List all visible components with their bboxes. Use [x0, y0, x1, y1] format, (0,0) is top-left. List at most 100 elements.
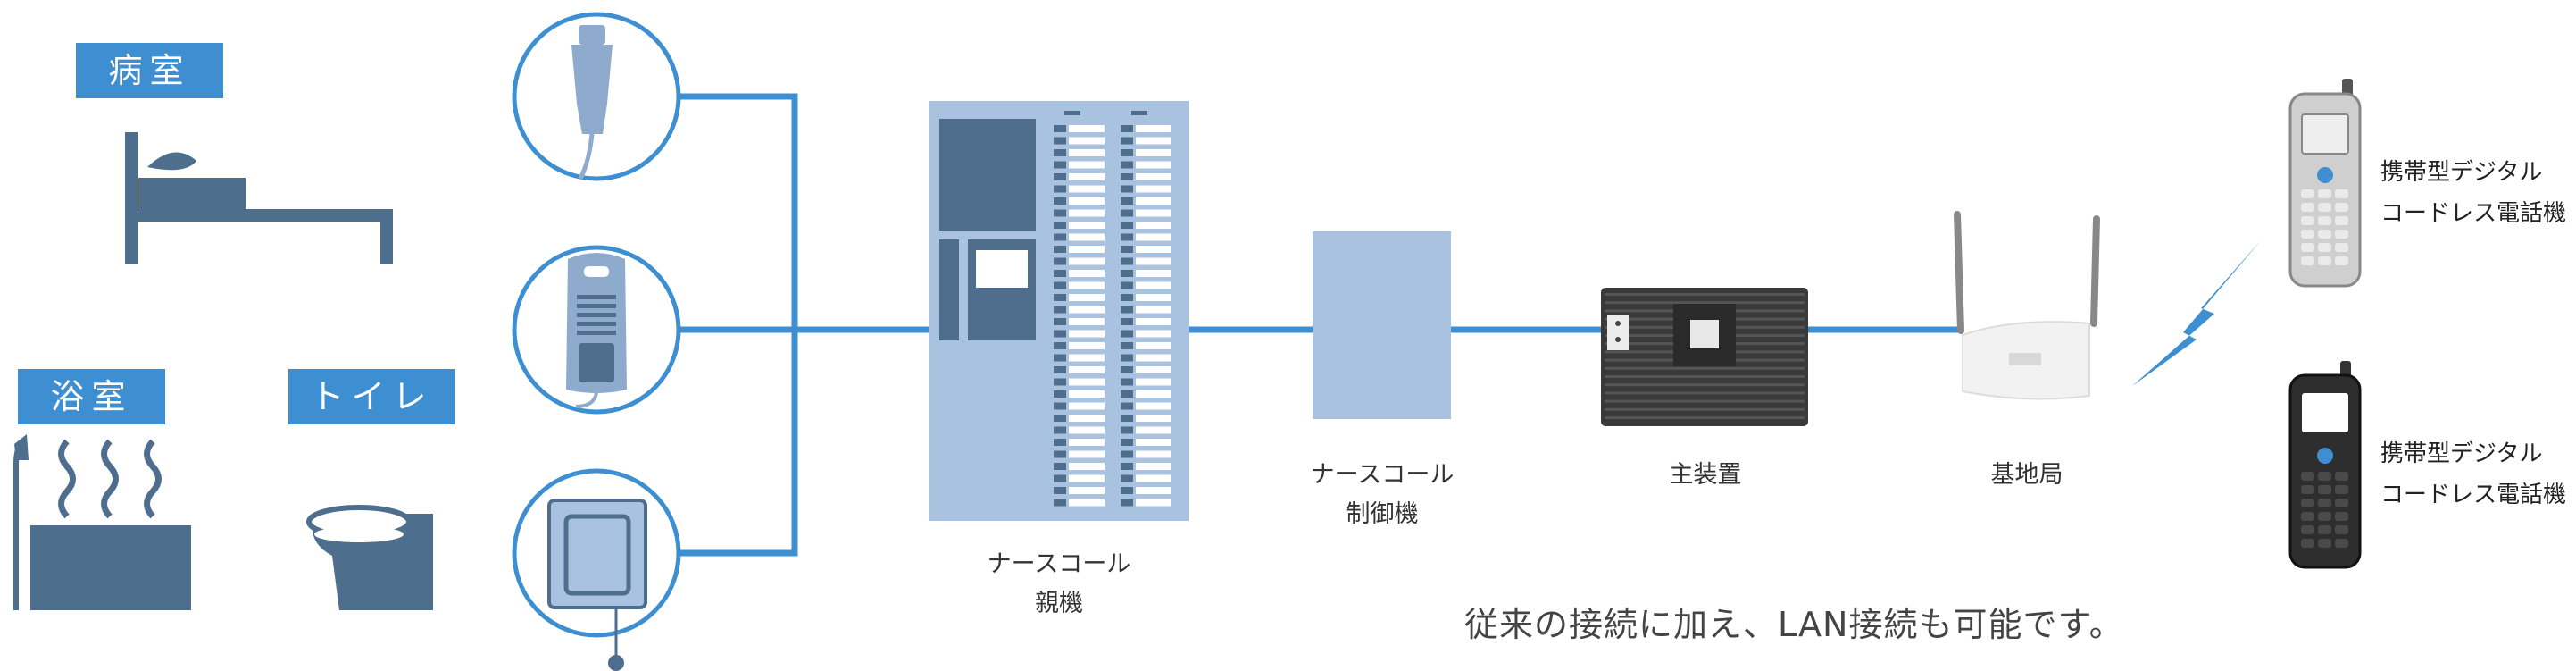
panel-key: [1136, 233, 1171, 241]
main-unit-rib: [1605, 416, 1805, 419]
label-nurse-call-controller-line1: ナースコール: [1310, 461, 1455, 489]
phone-key: [2318, 472, 2331, 481]
panel-key: [1136, 246, 1171, 253]
panel-key: [1136, 149, 1171, 156]
label-base-station: 基地局: [1938, 456, 2116, 495]
panel-key: [1069, 222, 1105, 229]
main-unit-rib: [1605, 399, 1805, 403]
phone-key: [2318, 216, 2331, 225]
label-phone-black-line2: コードレス電話機: [2380, 482, 2567, 508]
panel-key-lamp: [1054, 246, 1066, 253]
panel-key: [1069, 390, 1105, 398]
panel-key: [1069, 137, 1105, 145]
phone-key: [2335, 499, 2348, 507]
panel-key-lamp: [1054, 390, 1066, 398]
panel-key: [1069, 246, 1105, 253]
phone-key: [2318, 525, 2331, 534]
panel-key-lamp: [1054, 450, 1066, 458]
panel-key-lamp: [1121, 149, 1133, 156]
phone-key: [2301, 216, 2314, 225]
panel-key: [1069, 233, 1105, 241]
label-phone-silver: 携帯型デジタル コードレス電話機: [2380, 152, 2566, 234]
panel-key-lamp: [1054, 378, 1066, 386]
panel-key: [1136, 463, 1171, 470]
panel-key-lamp: [1054, 197, 1066, 205]
panel-key-lamp: [1054, 474, 1066, 482]
phone-key: [2318, 203, 2331, 212]
panel-key-lamp: [1054, 222, 1066, 229]
panel-key-lamp: [1121, 222, 1133, 229]
phone-key: [2301, 525, 2314, 534]
panel-key-lamp: [1121, 125, 1133, 132]
panel-key: [1069, 330, 1105, 338]
label-main-unit: 主装置: [1616, 456, 1795, 495]
panel-key-lamp: [1054, 342, 1066, 349]
bed-icon: [125, 132, 393, 264]
panel-key: [1069, 294, 1105, 301]
panel-key-lamp: [1121, 463, 1133, 470]
panel-indicator: [1064, 111, 1080, 115]
hand-switch-circle: [512, 245, 681, 415]
panel-key: [1069, 257, 1105, 265]
wireless-lightning-icon: [2132, 239, 2262, 386]
panel-key-lamp: [1121, 390, 1133, 398]
panel-key: [1136, 499, 1171, 507]
panel-key-lamp: [1054, 294, 1066, 301]
phone-key: [2335, 189, 2348, 198]
panel-key: [1136, 137, 1171, 145]
panel-key: [1136, 173, 1171, 180]
black-phone-keypad: [2301, 472, 2348, 548]
panel-key-lamp: [1054, 330, 1066, 338]
label-nurse-call-controller-line2: 制御機: [1346, 500, 1419, 528]
panel-key: [1136, 450, 1171, 458]
room-badge-patient-room: 病室: [76, 43, 223, 98]
panel-key: [1136, 330, 1171, 338]
panel-key: [1136, 366, 1171, 373]
panel-key: [1136, 185, 1171, 193]
panel-key-lamp: [1121, 209, 1133, 217]
panel-key-lamp: [1121, 415, 1133, 422]
panel-key: [1069, 161, 1105, 169]
panel-key-lamp: [1121, 378, 1133, 386]
panel-key: [1069, 378, 1105, 386]
panel-key-lamp: [1121, 137, 1133, 145]
panel-key: [1136, 306, 1171, 314]
panel-key-lamp: [1121, 366, 1133, 373]
cordless-phone-black-icon: [2288, 361, 2362, 569]
bath-icon: [13, 434, 191, 610]
panel-key: [1136, 474, 1171, 482]
panel-key: [1136, 426, 1171, 434]
toilet-icon: [306, 505, 433, 610]
panel-key-lamp: [1121, 330, 1133, 338]
phone-key: [2301, 243, 2314, 252]
panel-key-lamp: [1121, 246, 1133, 253]
panel-key-lamp: [1054, 125, 1066, 132]
main-unit-rib: [1605, 391, 1805, 395]
panel-key-lamp: [1054, 402, 1066, 410]
phone-key: [2335, 203, 2348, 212]
panel-key: [1069, 306, 1105, 314]
phone-key: [2335, 525, 2348, 534]
panel-key-lamp: [1054, 318, 1066, 325]
panel-key: [1136, 354, 1171, 362]
cordless-phone-silver-icon: [2288, 79, 2362, 288]
label-phone-black-line1: 携帯型デジタル: [2380, 440, 2543, 467]
nurse-call-controller-box: [1313, 231, 1451, 419]
main-unit-rib: [1605, 366, 1805, 370]
phone-key: [2301, 485, 2314, 494]
phone-key: [2335, 216, 2348, 225]
panel-key-lamp: [1054, 439, 1066, 446]
phone-key: [2301, 230, 2314, 239]
main-unit-rib: [1605, 375, 1805, 378]
panel-key-lamp: [1054, 426, 1066, 434]
phone-key: [2318, 243, 2331, 252]
phone-key: [2335, 485, 2348, 494]
connection-lines: [679, 93, 1961, 557]
panel-key-lamp: [1054, 487, 1066, 494]
panel-key-column-a: [1054, 111, 1105, 507]
panel-key: [1069, 318, 1105, 325]
label-phone-silver-line2: コードレス電話機: [2380, 200, 2567, 227]
panel-key: [1136, 390, 1171, 398]
main-unit-rib: [1605, 407, 1805, 411]
room-badge-toilet: トイレ: [288, 369, 455, 424]
